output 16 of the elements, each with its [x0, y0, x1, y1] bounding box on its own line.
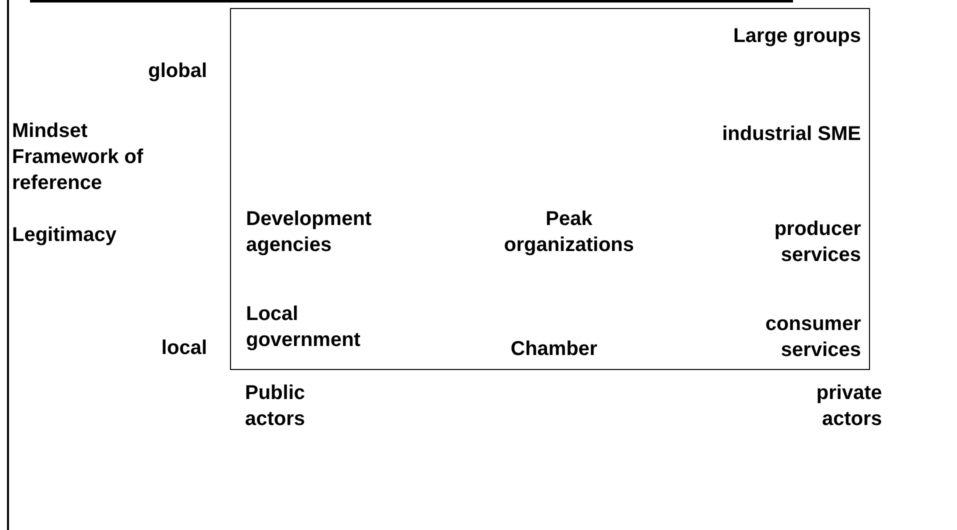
category-label: consumer services: [764, 312, 861, 363]
matrix-box: [230, 8, 870, 370]
category-label: industrial SME: [722, 122, 861, 147]
axis-label: global: [148, 59, 207, 84]
category-label: producer services: [773, 217, 861, 268]
axis-title: Mindset: [12, 119, 88, 144]
category-label: Large groups: [733, 24, 861, 49]
axis-title: Legitimacy: [12, 223, 116, 248]
category-label: Chamber: [510, 337, 598, 362]
category-label: Peak organizations: [502, 207, 635, 258]
axis-label: Public actors: [245, 381, 306, 432]
axis-label: private actors: [815, 381, 882, 432]
category-label: Local government: [246, 302, 362, 353]
axis-title: Framework of reference: [12, 145, 144, 196]
axis-label: local: [161, 336, 207, 361]
category-label: Development agencies: [246, 207, 373, 258]
